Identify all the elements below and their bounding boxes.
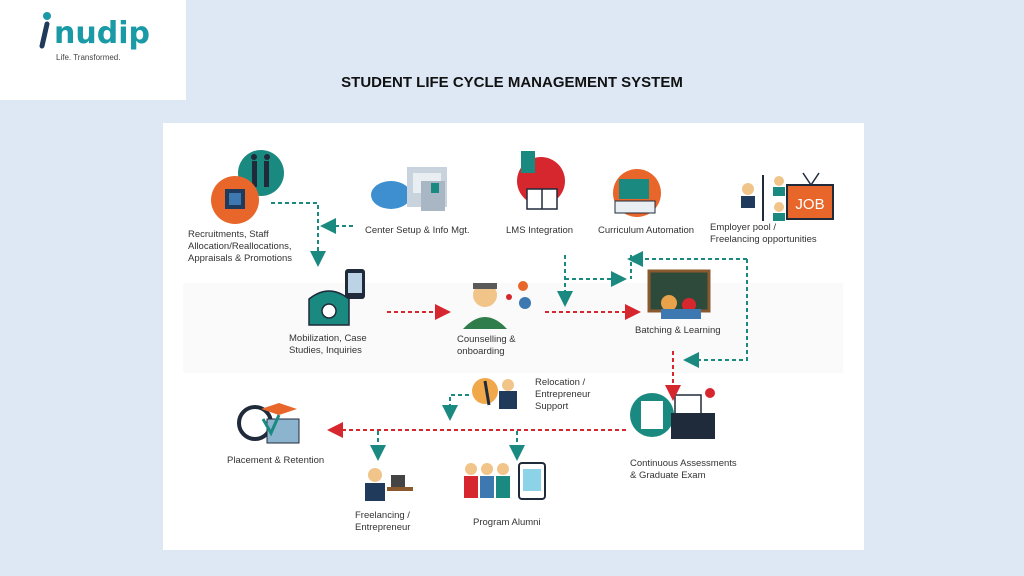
node-alumni: Program Alumni [473,517,541,528]
teal-connectors [271,202,748,461]
node-curriculum: Curriculum Automation [598,225,695,236]
diagram-graphics: JOB [183,150,843,501]
node-placement: Placement & Retention [227,455,325,466]
logo-mark-icon [39,12,51,49]
node-mobilization: Mobilization, Case Studies, Inquiries [289,333,367,356]
curriculum-laptop-icon [613,169,661,217]
node-counselling: Counselling & onboarding [457,334,516,357]
alumni-group-icon [464,462,546,500]
classroom-board-icon [647,269,711,319]
telephone-icon [308,269,365,326]
node-freelancing: Freelancing / Entrepreneur [355,510,411,533]
placement-certificate-icon [237,403,300,444]
cloud-server-icon [371,167,447,211]
node-lms: LMS Integration [506,225,574,236]
page-title: STUDENT LIFE CYCLE MANAGEMENT SYSTEM [341,74,683,91]
node-employer: Employer pool / Freelancing opportunitie… [710,222,817,245]
counsellor-icon [463,281,531,329]
freelancer-desk-icon [365,468,413,501]
node-batching: Batching & Learning [635,325,721,336]
assessment-printer-icon [630,388,715,439]
red-connectors [327,304,681,438]
logo-box: nudip Life. Transformed. [0,0,186,100]
logo-wordmark: nudip [54,16,150,51]
node-assessments: Continuous Assessments & Graduate Exam [630,458,737,481]
node-recruitments: Recruitments, Staff Allocation/Reallocat… [188,229,293,264]
lifecycle-diagram: JOB [163,123,864,550]
logo-tagline: Life. Transformed. [56,53,121,62]
node-relocation: Relocation / Entrepreneur Support [535,377,591,412]
employer-job-icon [741,172,834,221]
relocation-people-icon [472,378,517,409]
node-center-setup: Center Setup & Info Mgt. [365,225,470,236]
job-sign-label: JOB [795,196,824,213]
building-icon [211,176,259,224]
lms-book-icon [517,151,565,210]
